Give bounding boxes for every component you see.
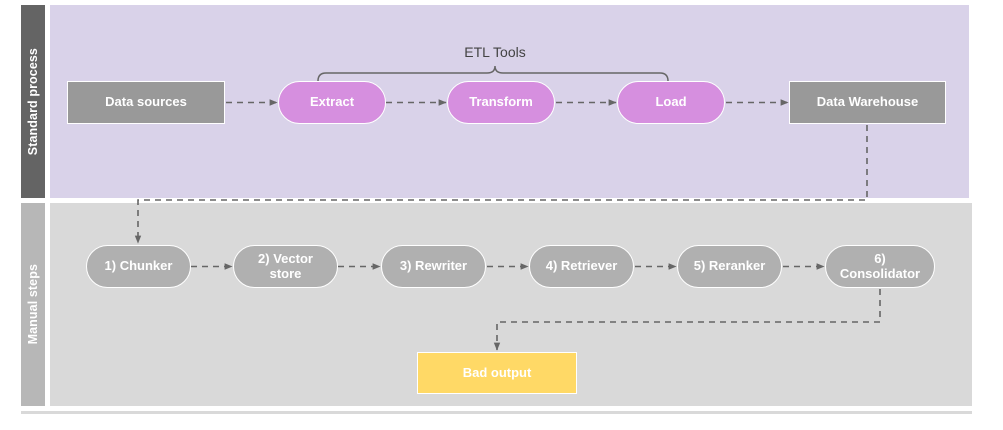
node-label-reranker: 5) Reranker — [693, 258, 766, 274]
lane-label-manual-steps: Manual steps — [26, 264, 40, 345]
node-vector-store[interactable]: 2) Vector store — [233, 245, 338, 288]
node-label-data-sources: Data sources — [105, 94, 187, 110]
node-label-consolidator-line2: Consolidator — [839, 265, 921, 281]
node-transform[interactable]: Transform — [447, 81, 555, 124]
node-extract[interactable]: Extract — [278, 81, 386, 124]
node-data-warehouse[interactable]: Data Warehouse — [789, 81, 946, 124]
node-label-vector-store-line2: store — [269, 265, 302, 281]
node-label-extract: Extract — [309, 94, 355, 110]
node-label-consolidator-line1: 6) — [874, 250, 886, 266]
etl-tools-label: ETL Tools — [464, 44, 526, 60]
node-label-chunker: 1) Chunker — [104, 258, 173, 274]
node-label-rewriter: 3) Rewriter — [399, 258, 468, 274]
node-bad-output[interactable]: Bad output — [417, 352, 577, 394]
node-load[interactable]: Load — [617, 81, 725, 124]
lane-label-standard-process: Standard process — [26, 47, 40, 156]
node-label-consolidator: 6) Consolidator — [839, 250, 921, 282]
node-retriever[interactable]: 4) Retriever — [529, 245, 634, 288]
node-reranker[interactable]: 5) Reranker — [677, 245, 782, 288]
node-consolidator[interactable]: 6) Consolidator — [825, 245, 935, 288]
node-rewriter[interactable]: 3) Rewriter — [381, 245, 486, 288]
node-data-sources[interactable]: Data sources — [67, 81, 225, 124]
lane-band-standard-process: Standard process — [21, 5, 45, 198]
lane-band-manual-steps: Manual steps — [21, 203, 45, 406]
bottom-divider — [21, 411, 972, 414]
node-label-transform: Transform — [469, 94, 533, 110]
node-label-load: Load — [655, 94, 687, 110]
node-label-bad-output: Bad output — [462, 364, 532, 380]
node-label-data-warehouse: Data Warehouse — [816, 94, 919, 110]
node-chunker[interactable]: 1) Chunker — [86, 245, 191, 288]
node-label-retriever: 4) Retriever — [545, 258, 618, 274]
node-label-vector-store-line1: 2) Vector — [258, 250, 313, 266]
node-label-vector-store: 2) Vector store — [258, 250, 313, 282]
